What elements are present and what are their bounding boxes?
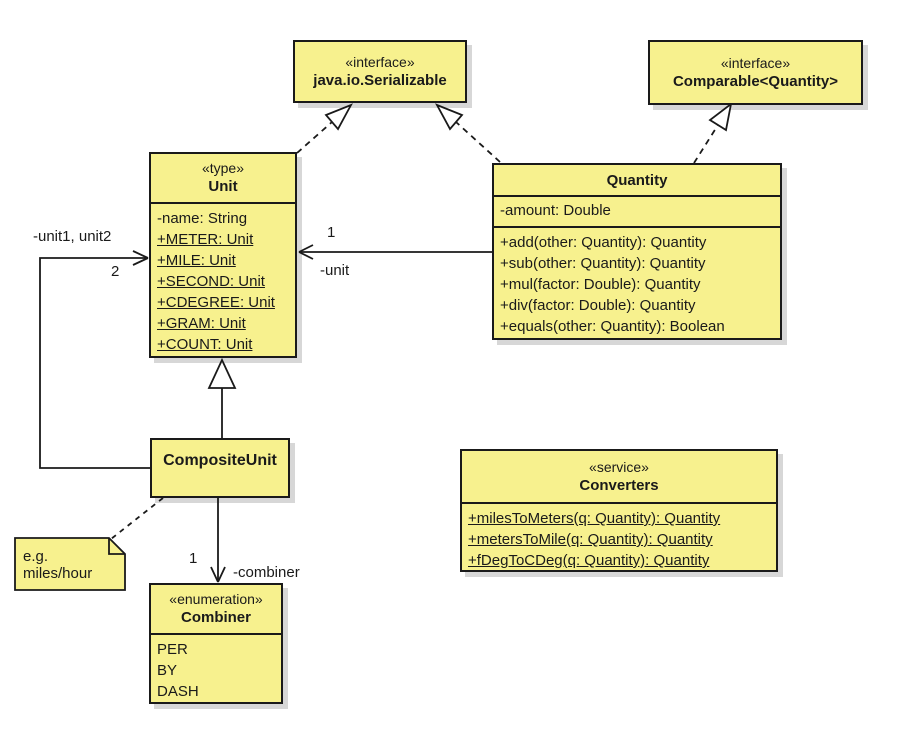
quantity-method: +equals(other: Quantity): Boolean xyxy=(500,318,725,335)
role-label: -combiner xyxy=(233,564,300,581)
quantity-method: +div(factor: Double): Quantity xyxy=(500,297,696,314)
note-shape[interactable] xyxy=(14,537,126,591)
class-converters[interactable]: «service» Converters +milesToMeters(q: Q… xyxy=(460,449,778,572)
comparable-name: Comparable<Quantity> xyxy=(672,72,839,90)
role-label: -unit1, unit2 xyxy=(33,228,112,245)
realization-quantity-comparable xyxy=(693,101,733,164)
unit-attribute: +CDEGREE: Unit xyxy=(157,294,275,311)
combiner-name: Combiner xyxy=(180,609,251,626)
association-compositeunit-combiner xyxy=(210,498,226,583)
quantity-method: +mul(factor: Double): Quantity xyxy=(500,276,701,293)
unit-attribute: +MILE: Unit xyxy=(157,252,236,269)
unit-attributes: -name: String +METER: Unit +MILE: Unit +… xyxy=(151,202,295,357)
converters-stereotype: «service» xyxy=(589,458,649,475)
converters-method: +fDegToCDeg(q: Quantity): Quantity xyxy=(468,552,710,569)
class-unit[interactable]: «type» Unit -name: String +METER: Unit +… xyxy=(149,152,297,358)
serializable-stereotype: «interface» xyxy=(345,53,415,70)
combiner-literal: BY xyxy=(157,662,178,679)
compositeunit-name: CompositeUnit xyxy=(163,451,277,469)
quantity-attribute: -amount: Double xyxy=(500,202,611,219)
realization-quantity-serializable xyxy=(435,103,501,163)
unit-stereotype: «type» xyxy=(201,160,245,176)
combiner-stereotype: «enumeration» xyxy=(169,591,263,607)
unit-attribute: -name: String xyxy=(157,210,248,227)
class-quantity[interactable]: Quantity -amount: Double +add(other: Qua… xyxy=(492,163,782,340)
comparable-stereotype: «interface» xyxy=(720,54,791,71)
combiner-literal: DASH xyxy=(157,683,199,700)
note-line: miles/hour xyxy=(23,565,93,582)
note-link xyxy=(110,497,164,540)
converters-methods: +milesToMeters(q: Quantity): Quantity +m… xyxy=(462,502,776,573)
class-comparable[interactable]: «interface» Comparable<Quantity> xyxy=(648,40,863,105)
quantity-method: +add(other: Quantity): Quantity xyxy=(500,234,707,251)
quantity-method: +sub(other: Quantity): Quantity xyxy=(500,255,706,272)
note-line: e.g. xyxy=(23,548,49,565)
class-serializable[interactable]: «interface» java.io.Serializable xyxy=(293,40,467,103)
multiplicity-label: 1 xyxy=(189,550,198,567)
quantity-name: Quantity xyxy=(606,171,668,189)
converters-name: Converters xyxy=(579,476,659,494)
serializable-name: java.io.Serializable xyxy=(313,71,447,89)
multiplicity-label: 1 xyxy=(327,224,336,241)
combiner-literals: PER BY DASH xyxy=(151,633,281,704)
generalization-compositeunit-unit xyxy=(207,357,237,438)
role-label: -unit xyxy=(320,262,350,279)
converters-method: +metersToMile(q: Quantity): Quantity xyxy=(468,531,713,548)
association-compositeunit-unit xyxy=(39,250,150,469)
quantity-attributes: -amount: Double xyxy=(494,195,780,226)
note-comment: e.g. miles/hour xyxy=(23,548,92,582)
unit-name: Unit xyxy=(208,178,238,195)
quantity-methods: +add(other: Quantity): Quantity +sub(oth… xyxy=(494,226,780,339)
realization-unit-serializable xyxy=(296,103,353,154)
combiner-literal: PER xyxy=(157,641,188,658)
converters-method: +milesToMeters(q: Quantity): Quantity xyxy=(468,510,721,527)
multiplicity-label: 2 xyxy=(111,263,120,280)
unit-attribute: +COUNT: Unit xyxy=(157,336,253,353)
unit-attribute: +METER: Unit xyxy=(157,231,254,248)
unit-attribute: +GRAM: Unit xyxy=(157,315,246,332)
association-quantity-unit xyxy=(298,244,492,260)
class-compositeunit[interactable]: CompositeUnit xyxy=(150,438,290,498)
unit-attribute: +SECOND: Unit xyxy=(157,273,265,290)
class-combiner[interactable]: «enumeration» Combiner PER BY DASH xyxy=(149,583,283,704)
